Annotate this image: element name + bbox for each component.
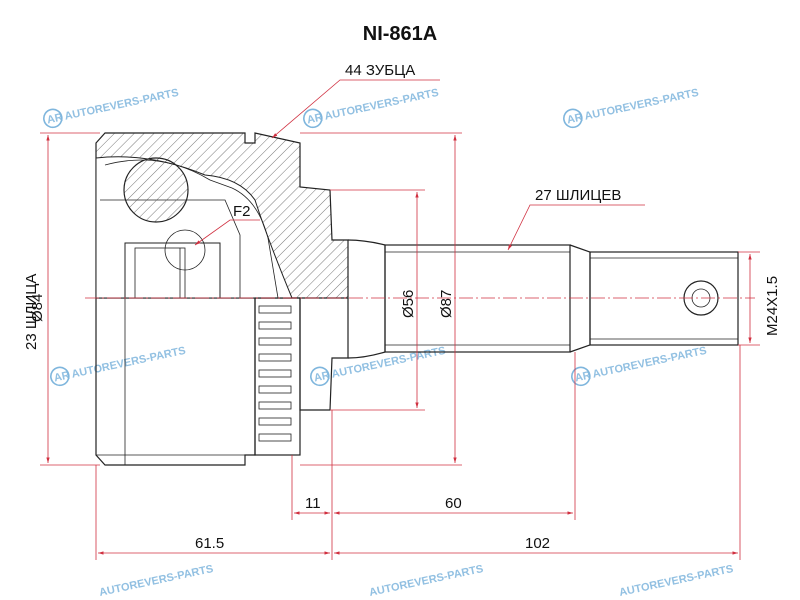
leader-teeth bbox=[271, 79, 440, 139]
ball bbox=[123, 157, 189, 223]
watermark-logo-icon bbox=[43, 108, 63, 129]
label-d87: Ø87 bbox=[438, 290, 455, 318]
dimensions bbox=[40, 79, 760, 560]
watermark: AUTOREVERS-PARTS bbox=[368, 563, 484, 599]
svg-text:AUTOREVERS-PARTS: AUTOREVERS-PARTS bbox=[584, 87, 700, 123]
watermark: AR AUTOREVERS-PARTS bbox=[563, 87, 700, 129]
threaded-end bbox=[589, 251, 739, 346]
svg-text:AR: AR bbox=[46, 111, 64, 126]
svg-text:AUTOREVERS-PARTS: AUTOREVERS-PARTS bbox=[64, 87, 180, 123]
abs-ring bbox=[254, 297, 301, 456]
leader-f2 bbox=[194, 219, 260, 246]
label-11: 11 bbox=[305, 495, 321, 512]
watermark-logo-icon bbox=[310, 366, 330, 387]
inner-race-hub bbox=[124, 242, 221, 299]
watermark-logo-icon bbox=[563, 108, 583, 129]
svg-text:AUTOREVERS-PARTS: AUTOREVERS-PARTS bbox=[98, 563, 214, 599]
label-61-5: 61.5 bbox=[195, 535, 224, 552]
watermark: AUTOREVERS-PARTS bbox=[618, 563, 734, 599]
label-thread: M24X1.5 bbox=[764, 276, 781, 336]
svg-text:AUTOREVERS-PARTS: AUTOREVERS-PARTS bbox=[618, 563, 734, 599]
abs-ring-teeth bbox=[258, 305, 292, 442]
watermark: AR AUTOREVERS-PARTS bbox=[571, 345, 708, 387]
watermark-logo-icon bbox=[571, 366, 591, 387]
shaft-shoulder bbox=[569, 244, 591, 353]
svg-text:AR: AR bbox=[313, 369, 331, 384]
svg-text:AUTOREVERS-PARTS: AUTOREVERS-PARTS bbox=[592, 345, 708, 381]
shaft-flare bbox=[347, 239, 386, 359]
label-teeth: 44 ЗУБЦА bbox=[345, 62, 415, 79]
label-splines-shaft: 27 ШЛИЦЕВ bbox=[535, 187, 621, 204]
svg-text:AR: AR bbox=[574, 369, 592, 384]
svg-text:AUTOREVERS-PARTS: AUTOREVERS-PARTS bbox=[368, 563, 484, 599]
spline-section bbox=[384, 244, 571, 353]
f2-circle bbox=[164, 229, 206, 271]
svg-text:AUTOREVERS-PARTS: AUTOREVERS-PARTS bbox=[71, 345, 187, 381]
label-60: 60 bbox=[445, 495, 462, 512]
cage-outline bbox=[104, 159, 279, 299]
watermark: AR AUTOREVERS-PARTS bbox=[303, 87, 440, 129]
part-number-title: NI-861A bbox=[363, 23, 437, 45]
label-splines-inner: 23 ШЛИЦА bbox=[23, 274, 40, 350]
watermark: AR AUTOREVERS-PARTS bbox=[50, 345, 187, 387]
watermark: AR AUTOREVERS-PARTS bbox=[310, 345, 447, 387]
svg-text:AR: AR bbox=[306, 111, 324, 126]
watermark: AR AUTOREVERS-PARTS bbox=[43, 87, 180, 129]
svg-text:AR: AR bbox=[53, 369, 71, 384]
label-d84: Ø84 bbox=[29, 294, 46, 322]
label-d56: Ø56 bbox=[400, 290, 417, 318]
watermark-logo-icon bbox=[50, 366, 70, 387]
label-f2: F2 bbox=[233, 203, 251, 220]
watermark-logo-icon bbox=[303, 108, 323, 129]
svg-text:AUTOREVERS-PARTS: AUTOREVERS-PARTS bbox=[324, 87, 440, 123]
housing-lower-outline bbox=[95, 298, 256, 466]
housing-outer bbox=[95, 297, 349, 466]
housing-section bbox=[95, 132, 349, 299]
label-102: 102 bbox=[525, 535, 550, 552]
leader-splines bbox=[507, 204, 645, 251]
watermark: AUTOREVERS-PARTS bbox=[98, 563, 214, 599]
housing-neck-lower bbox=[299, 298, 349, 411]
svg-text:AR: AR bbox=[566, 111, 584, 126]
